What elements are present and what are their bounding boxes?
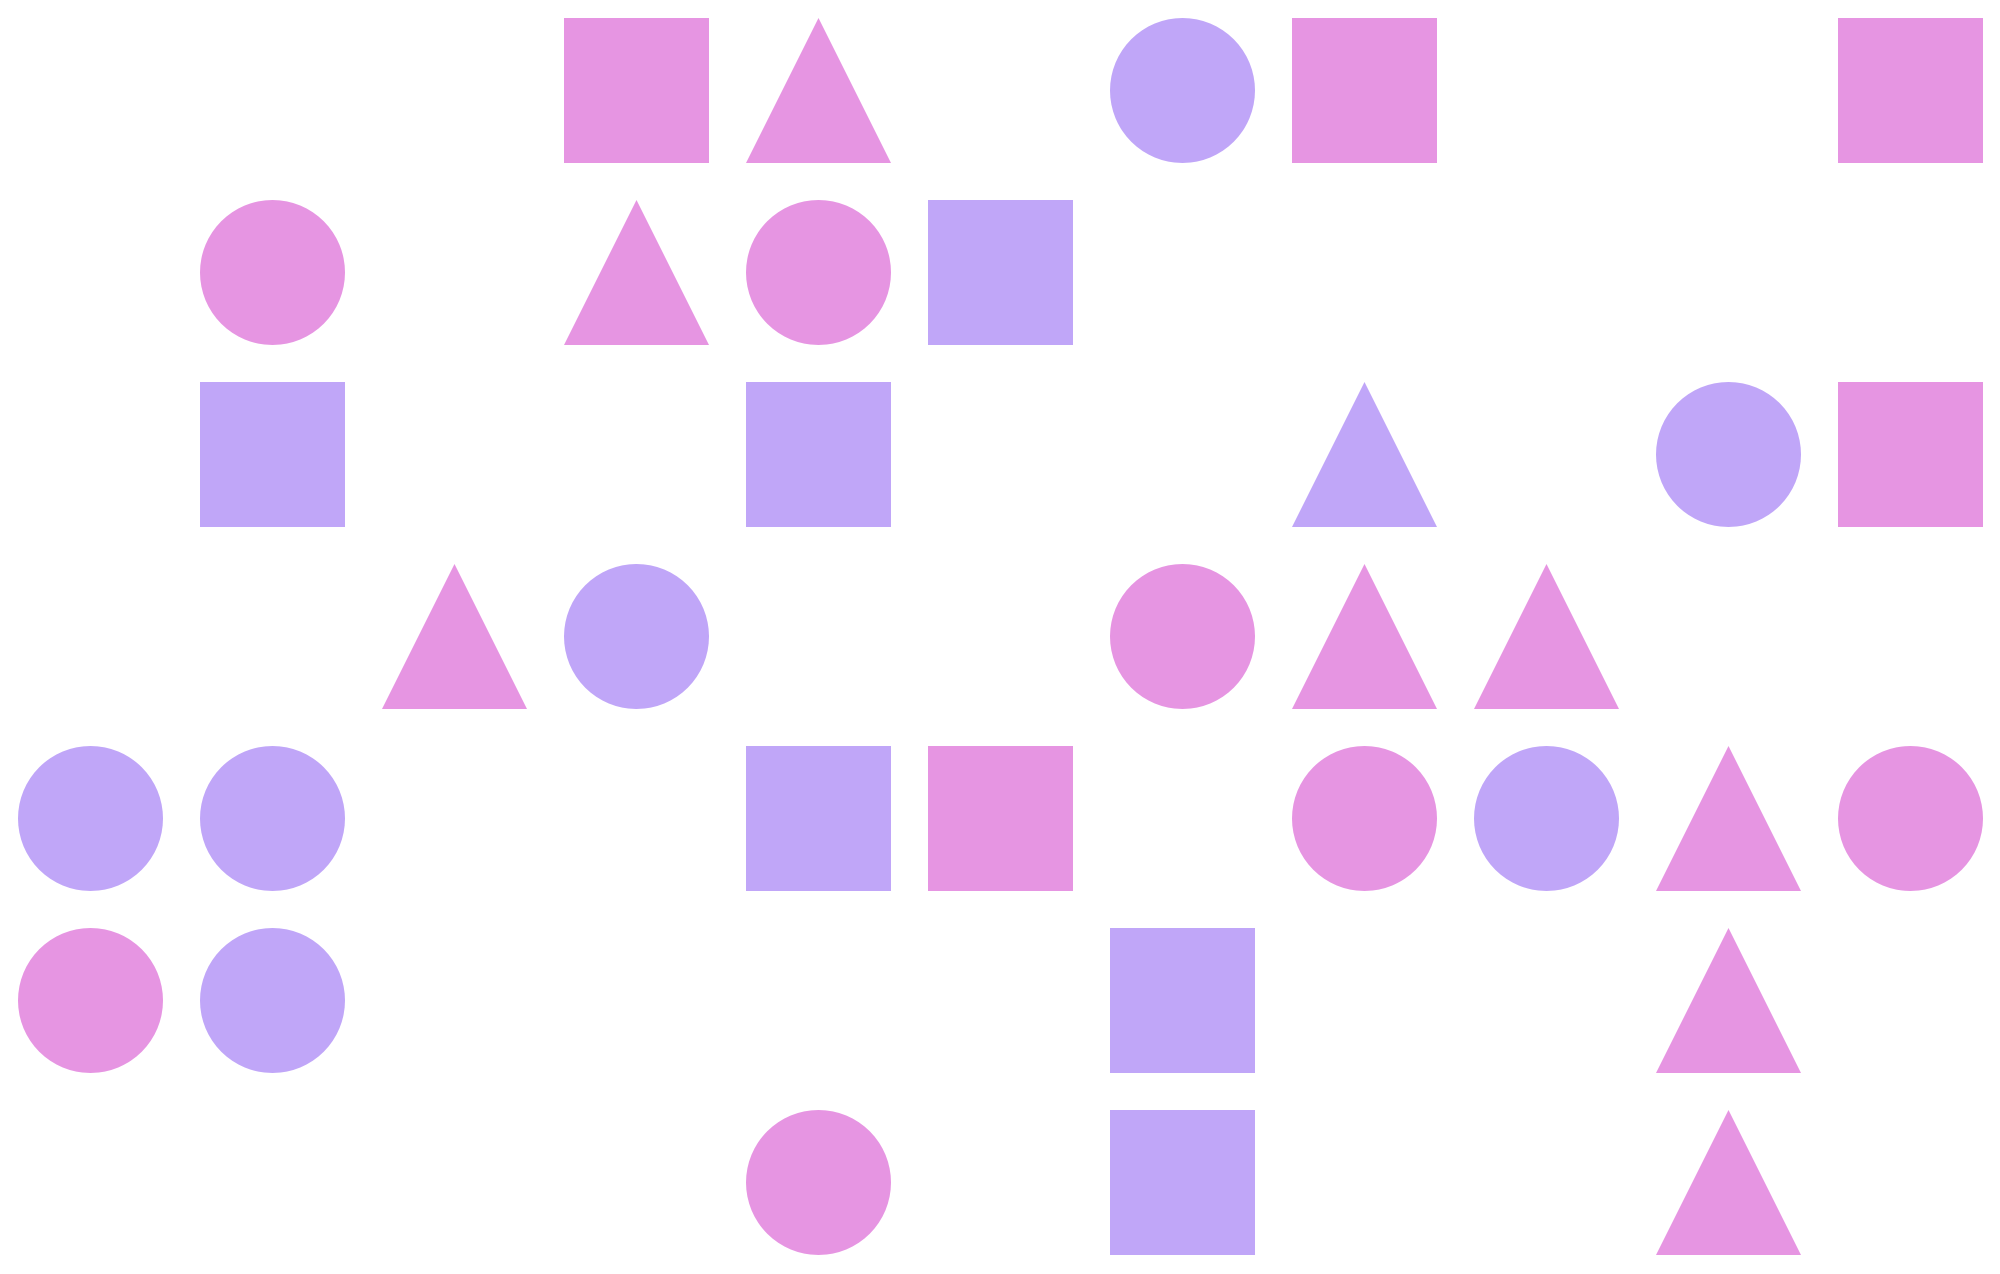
pink-square-shape — [1292, 18, 1437, 163]
purple-square-shape — [746, 382, 891, 527]
pink-triangle-shape — [564, 200, 709, 345]
pink-circle-shape — [746, 1110, 891, 1255]
purple-circle-shape — [564, 564, 709, 709]
purple-square-shape — [1110, 1110, 1255, 1255]
purple-circle-shape — [200, 928, 345, 1073]
pink-triangle-shape — [1656, 1110, 1801, 1255]
pink-square-shape — [1838, 382, 1983, 527]
pink-circle-shape — [1110, 564, 1255, 709]
pink-square-shape — [928, 746, 1073, 891]
pink-circle-shape — [18, 928, 163, 1073]
purple-circle-shape — [18, 746, 163, 891]
pink-triangle-shape — [382, 564, 527, 709]
purple-circle-shape — [200, 746, 345, 891]
pink-triangle-shape — [746, 18, 891, 163]
purple-square-shape — [746, 746, 891, 891]
pink-circle-shape — [1292, 746, 1437, 891]
pink-circle-shape — [200, 200, 345, 345]
pink-square-shape — [564, 18, 709, 163]
pink-triangle-shape — [1474, 564, 1619, 709]
purple-circle-shape — [1474, 746, 1619, 891]
purple-circle-shape — [1656, 382, 1801, 527]
pink-triangle-shape — [1656, 746, 1801, 891]
pink-square-shape — [1838, 18, 1983, 163]
purple-square-shape — [1110, 928, 1255, 1073]
purple-circle-shape — [1110, 18, 1255, 163]
pink-triangle-shape — [1656, 928, 1801, 1073]
purple-square-shape — [928, 200, 1073, 345]
pink-circle-shape — [1838, 746, 1983, 891]
purple-triangle-shape — [1292, 382, 1437, 527]
pink-triangle-shape — [1292, 564, 1437, 709]
pink-circle-shape — [746, 200, 891, 345]
purple-square-shape — [200, 382, 345, 527]
